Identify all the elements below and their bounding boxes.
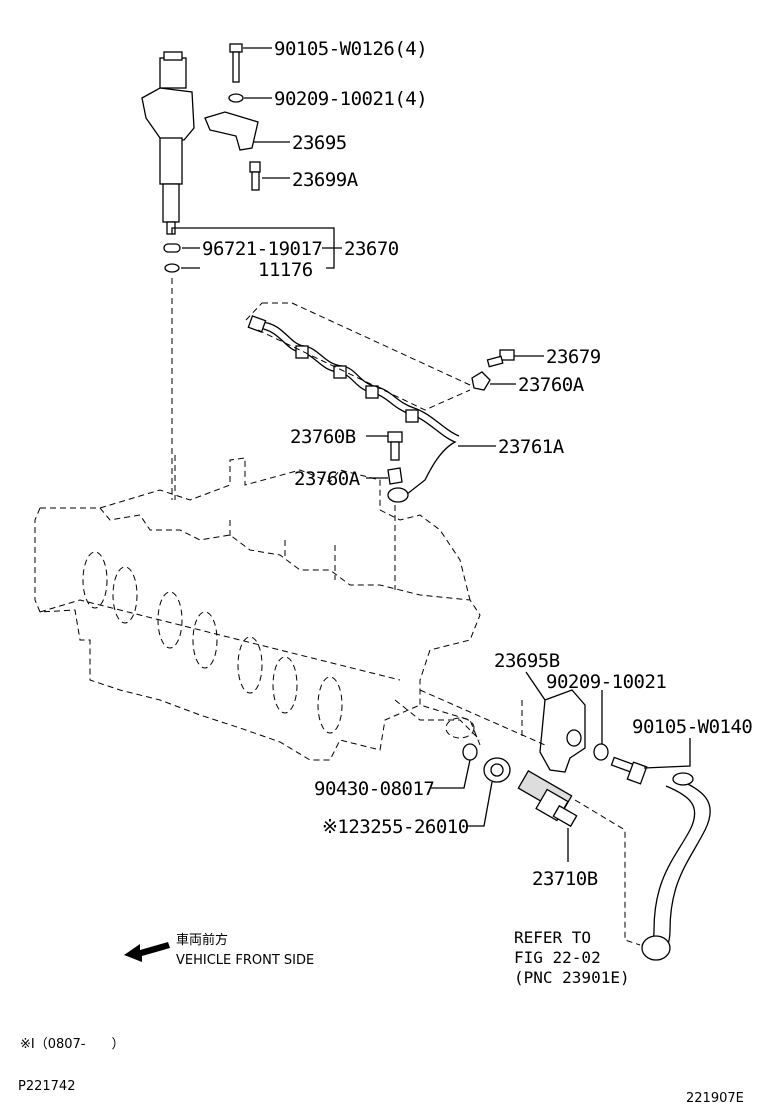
page-code: P221742 (18, 1079, 75, 1094)
washer-90209-10021 (228, 93, 244, 103)
label-23670: 23670 (344, 238, 399, 260)
figure-code: 221907E (686, 1091, 744, 1106)
label-90209-10021-lower: 90209-10021 (546, 671, 666, 693)
refer-line-3: (PNC 23901E) (514, 968, 630, 987)
cylinder-head-drawing (34, 455, 481, 761)
vehicle-front-jp: 車両前方 (176, 932, 228, 948)
bolt-23679 (486, 349, 515, 368)
label-90105-w0140: 90105-W0140 (632, 716, 752, 738)
label-11176: 11176 (258, 259, 313, 281)
vehicle-front-en: VEHICLE FRONT SIDE (176, 953, 314, 968)
gasket-90430-08017 (462, 743, 478, 761)
bolt-23699a (249, 161, 261, 191)
label-96721-19017: 96721-19017 (202, 238, 322, 260)
injector-drawing (141, 51, 195, 235)
label-23761a: 23761A (498, 436, 565, 458)
clip-23760a-lower (387, 467, 403, 485)
label-23695: 23695 (292, 132, 347, 154)
bolt-23760b (387, 431, 403, 461)
bolt-90105-w0140 (610, 756, 648, 785)
label-90430-08017: 90430-08017 (314, 778, 434, 800)
clip-23760a-upper (471, 371, 491, 391)
refer-line-2: FIG 22-02 (514, 948, 601, 967)
gasket-11176 (164, 263, 180, 273)
pressure-sensor-23710b (517, 769, 578, 828)
label-23695b: 23695B (494, 650, 560, 672)
refer-line-1: REFER TO (514, 928, 591, 947)
fuel-pipe-23761a (247, 315, 460, 503)
label-90105-w0126: 90105-W0126(4) (274, 38, 427, 60)
label-90209-10021: 90209-10021(4) (274, 88, 427, 110)
fuel-hose (641, 772, 711, 961)
label-23760a-lower: 23760A (294, 468, 361, 490)
clamp-23695b (539, 689, 586, 773)
label-23760b: 23760B (290, 426, 356, 448)
label-23699a: 23699A (292, 169, 359, 191)
label-23679: 23679 (546, 346, 601, 368)
vehicle-front-arrow (124, 942, 170, 962)
washer-90209-10021-lower (593, 743, 609, 761)
clamp-23695 (204, 111, 259, 151)
bolt-90105-w0126 (229, 43, 243, 83)
label-23760a-upper: 23760A (518, 374, 585, 396)
footnote: ※I（0807- ） (20, 1037, 125, 1052)
label-23255-26010: ※123255-26010 (322, 816, 469, 838)
o-ring-96721-19017 (163, 243, 181, 253)
label-23710b: 23710B (532, 868, 598, 890)
